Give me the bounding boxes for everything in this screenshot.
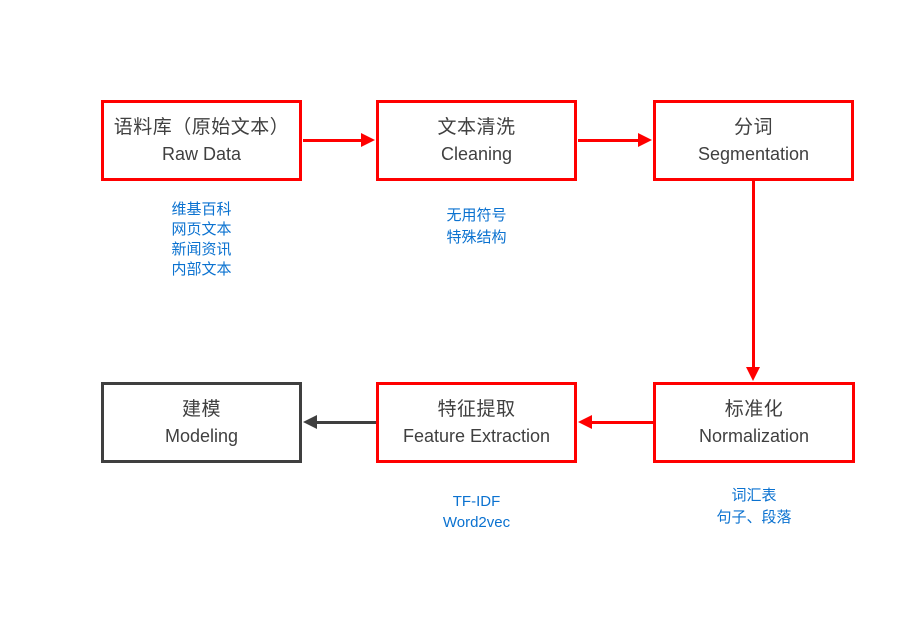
box-modeling: 建模 Modeling	[101, 382, 302, 463]
arrowhead-down-icon	[746, 367, 760, 381]
box-segmentation: 分词 Segmentation	[653, 100, 854, 181]
notes-feature-extraction: TF-IDF Word2vec	[376, 491, 577, 533]
box-modeling-label-en: Modeling	[164, 426, 239, 446]
arrow-line	[591, 421, 653, 424]
box-feature-extraction-label-zh: 特征提取	[437, 399, 516, 420]
note-line: 新闻资讯	[171, 241, 232, 258]
notes-raw-data: 维基百科 网页文本 新闻资讯 内部文本	[101, 200, 302, 280]
notes-cleaning: 无用符号 特殊结构	[376, 205, 577, 249]
box-cleaning-label-en: Cleaning	[440, 144, 513, 164]
arrowhead-right-icon	[361, 133, 375, 147]
box-raw-data: 语料库（原始文本） Raw Data	[101, 100, 302, 181]
box-cleaning: 文本清洗 Cleaning	[376, 100, 577, 181]
box-normalization-label-en: Normalization	[698, 426, 810, 446]
note-line: 维基百科	[171, 201, 232, 218]
box-raw-data-label-en: Raw Data	[161, 144, 242, 164]
box-modeling-label-zh: 建模	[181, 399, 221, 420]
box-raw-data-label-zh: 语料库（原始文本）	[113, 117, 290, 138]
box-feature-extraction: 特征提取 Feature Extraction	[376, 382, 577, 463]
note-line: 句子、段落	[716, 509, 792, 526]
note-line: 特殊结构	[446, 229, 507, 246]
notes-normalization: 词汇表 句子、段落	[653, 485, 855, 529]
arrow-line	[303, 139, 362, 142]
box-segmentation-label-zh: 分词	[733, 117, 773, 138]
note-line: TF-IDF	[452, 493, 501, 510]
arrowhead-left-icon	[303, 415, 317, 429]
note-line: 网页文本	[171, 221, 232, 238]
note-line: Word2vec	[442, 514, 511, 531]
arrow-line	[316, 421, 376, 424]
arrow-line	[752, 181, 755, 368]
box-feature-extraction-label-en: Feature Extraction	[402, 426, 551, 446]
box-cleaning-label-zh: 文本清洗	[437, 117, 516, 138]
box-normalization: 标准化 Normalization	[653, 382, 855, 463]
note-line: 内部文本	[171, 261, 232, 278]
arrowhead-left-icon	[578, 415, 592, 429]
note-line: 无用符号	[446, 207, 507, 224]
arrow-line	[578, 139, 639, 142]
note-line: 词汇表	[731, 487, 777, 504]
arrowhead-right-icon	[638, 133, 652, 147]
box-segmentation-label-en: Segmentation	[697, 144, 810, 164]
box-normalization-label-zh: 标准化	[724, 399, 784, 420]
